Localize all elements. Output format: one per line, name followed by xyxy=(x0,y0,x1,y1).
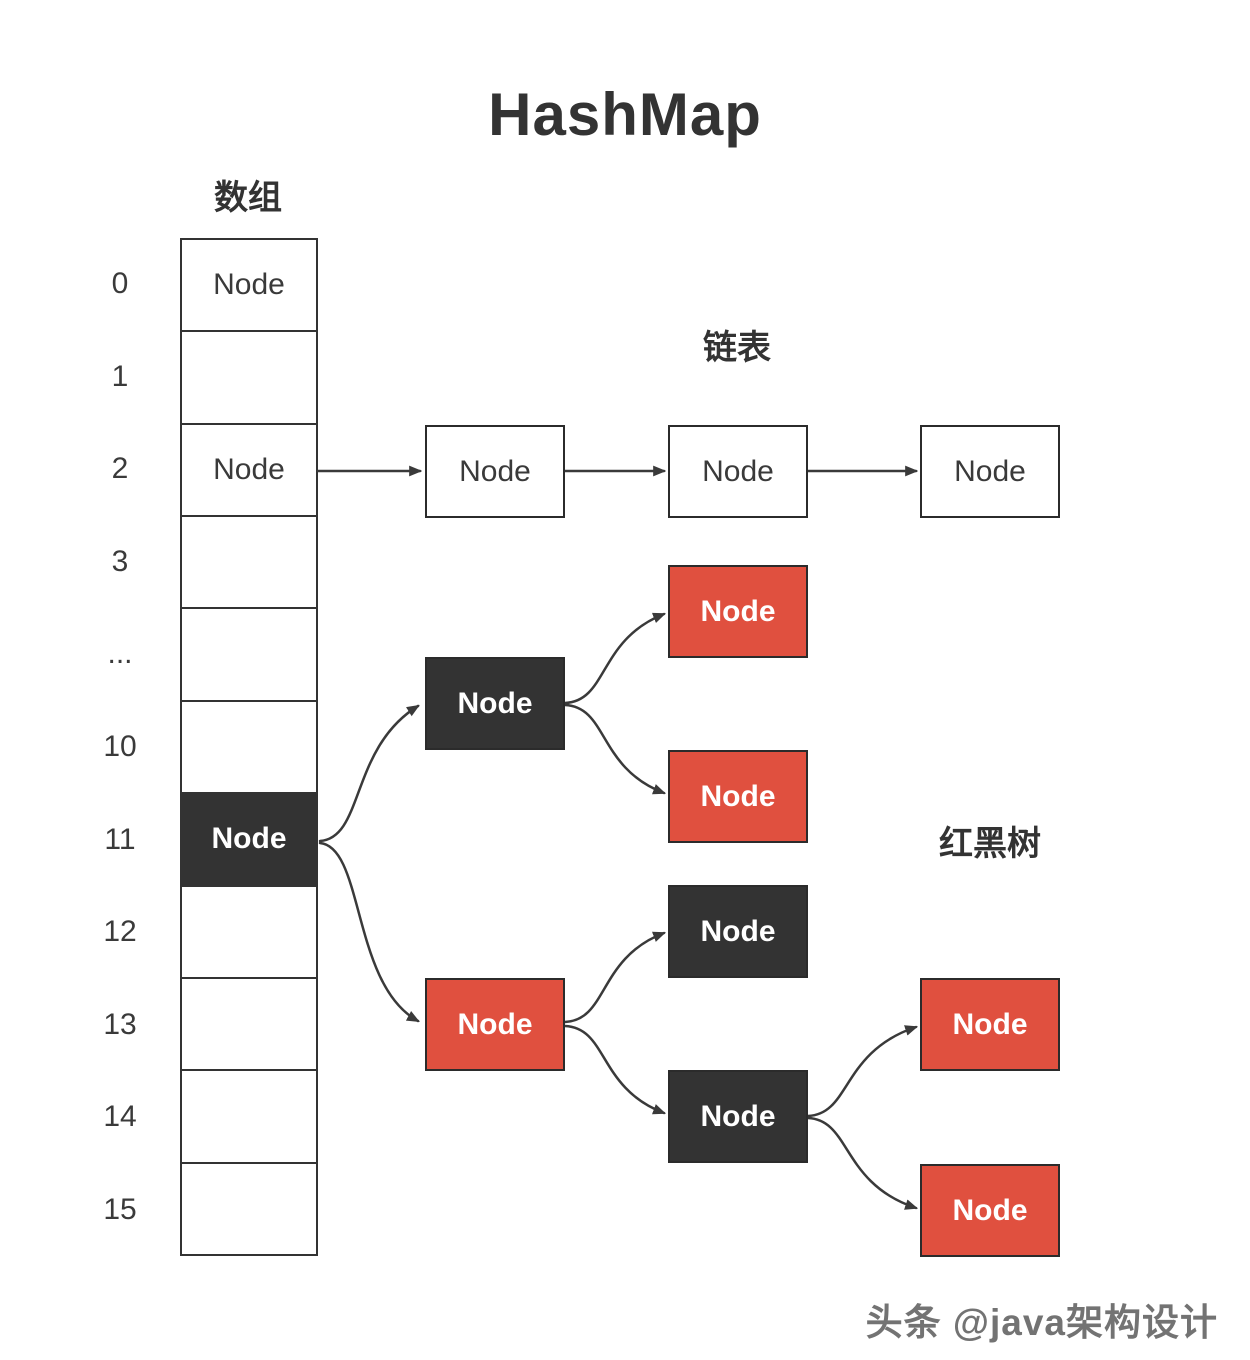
arrow-root-to-red2 xyxy=(563,703,667,795)
array-section-label: 数组 xyxy=(214,179,282,217)
array-cell-14 xyxy=(182,1069,316,1161)
array-cell-0: Node xyxy=(182,240,316,330)
tree-node-upper-red-1-label: Node xyxy=(700,594,776,628)
arrow-lowerred-to-black2 xyxy=(563,1024,667,1115)
array-cell-2: Node xyxy=(182,422,316,515)
array-cell-15 xyxy=(182,1161,316,1254)
array-cell-1 xyxy=(182,330,316,422)
tree-node-root-black-label: Node xyxy=(457,686,533,720)
array-cell-2-label: Node xyxy=(213,452,285,486)
array-index-1: 1 xyxy=(111,359,129,393)
red-black-tree-section-label: 红黑树 xyxy=(939,825,1041,863)
tree-node-upper-red-1: Node xyxy=(668,565,808,658)
tree-node-right-red-2: Node xyxy=(920,1164,1060,1257)
array-index-2: 2 xyxy=(111,452,129,486)
linked-list-node-3: Node xyxy=(920,425,1060,518)
arrow-root-to-red1 xyxy=(563,612,667,705)
linked-list-section-label: 链表 xyxy=(703,329,771,367)
array-index-11: 11 xyxy=(104,822,136,856)
tree-node-lower-red-label: Node xyxy=(457,1007,533,1041)
array-index-column: 0 1 2 3 ... 10 11 12 13 14 15 xyxy=(80,238,160,1256)
array-cell-ellipsis xyxy=(182,607,316,699)
array-cell-12 xyxy=(182,884,316,977)
linked-list-node-2: Node xyxy=(668,425,808,518)
linked-list-node-1: Node xyxy=(425,425,565,518)
linked-list-node-1-label: Node xyxy=(459,454,531,488)
array-index-0: 0 xyxy=(111,267,129,301)
array-cell-13 xyxy=(182,976,316,1069)
array-cell-0-label: Node xyxy=(213,268,285,302)
array-index-15: 15 xyxy=(103,1192,137,1226)
array-index-12: 12 xyxy=(103,915,137,949)
tree-node-mid-black-1-label: Node xyxy=(700,914,776,948)
linked-list-node-3-label: Node xyxy=(954,454,1026,488)
arrow-black2-to-red3 xyxy=(806,1025,919,1118)
arrow-lowerred-to-black1 xyxy=(563,931,667,1024)
tree-node-right-red-1-label: Node xyxy=(952,1007,1028,1041)
tree-node-root-black: Node xyxy=(425,657,565,750)
tree-node-upper-red-2-label: Node xyxy=(700,779,776,813)
tree-node-right-red-1: Node xyxy=(920,978,1060,1071)
array-index-14: 14 xyxy=(103,1100,137,1134)
tree-node-lower-red: Node xyxy=(425,978,565,1071)
array-cell-11: Node xyxy=(182,792,316,885)
arrow-cell11-to-root xyxy=(318,704,420,843)
array-cell-3 xyxy=(182,515,316,607)
linked-list-node-2-label: Node xyxy=(702,454,774,488)
array-cell-11-label: Node xyxy=(211,822,287,856)
array-index-ellipsis: ... xyxy=(107,637,133,671)
arrow-black2-to-red4 xyxy=(806,1116,919,1210)
array-table: Node Node Node xyxy=(180,238,318,1256)
array-cell-10 xyxy=(182,699,316,792)
tree-node-mid-black-2-label: Node xyxy=(700,1099,776,1133)
arrow-cell11-to-lowerred xyxy=(318,841,420,1023)
watermark: 头条 @java架构设计 xyxy=(865,1302,1218,1343)
tree-node-right-red-2-label: Node xyxy=(952,1193,1028,1227)
tree-node-mid-black-2: Node xyxy=(668,1070,808,1163)
array-index-3: 3 xyxy=(111,544,129,578)
array-index-13: 13 xyxy=(103,1007,137,1041)
tree-node-upper-red-2: Node xyxy=(668,750,808,843)
page-title: HashMap xyxy=(488,81,762,148)
array-index-10: 10 xyxy=(103,730,137,763)
tree-node-mid-black-1: Node xyxy=(668,885,808,978)
